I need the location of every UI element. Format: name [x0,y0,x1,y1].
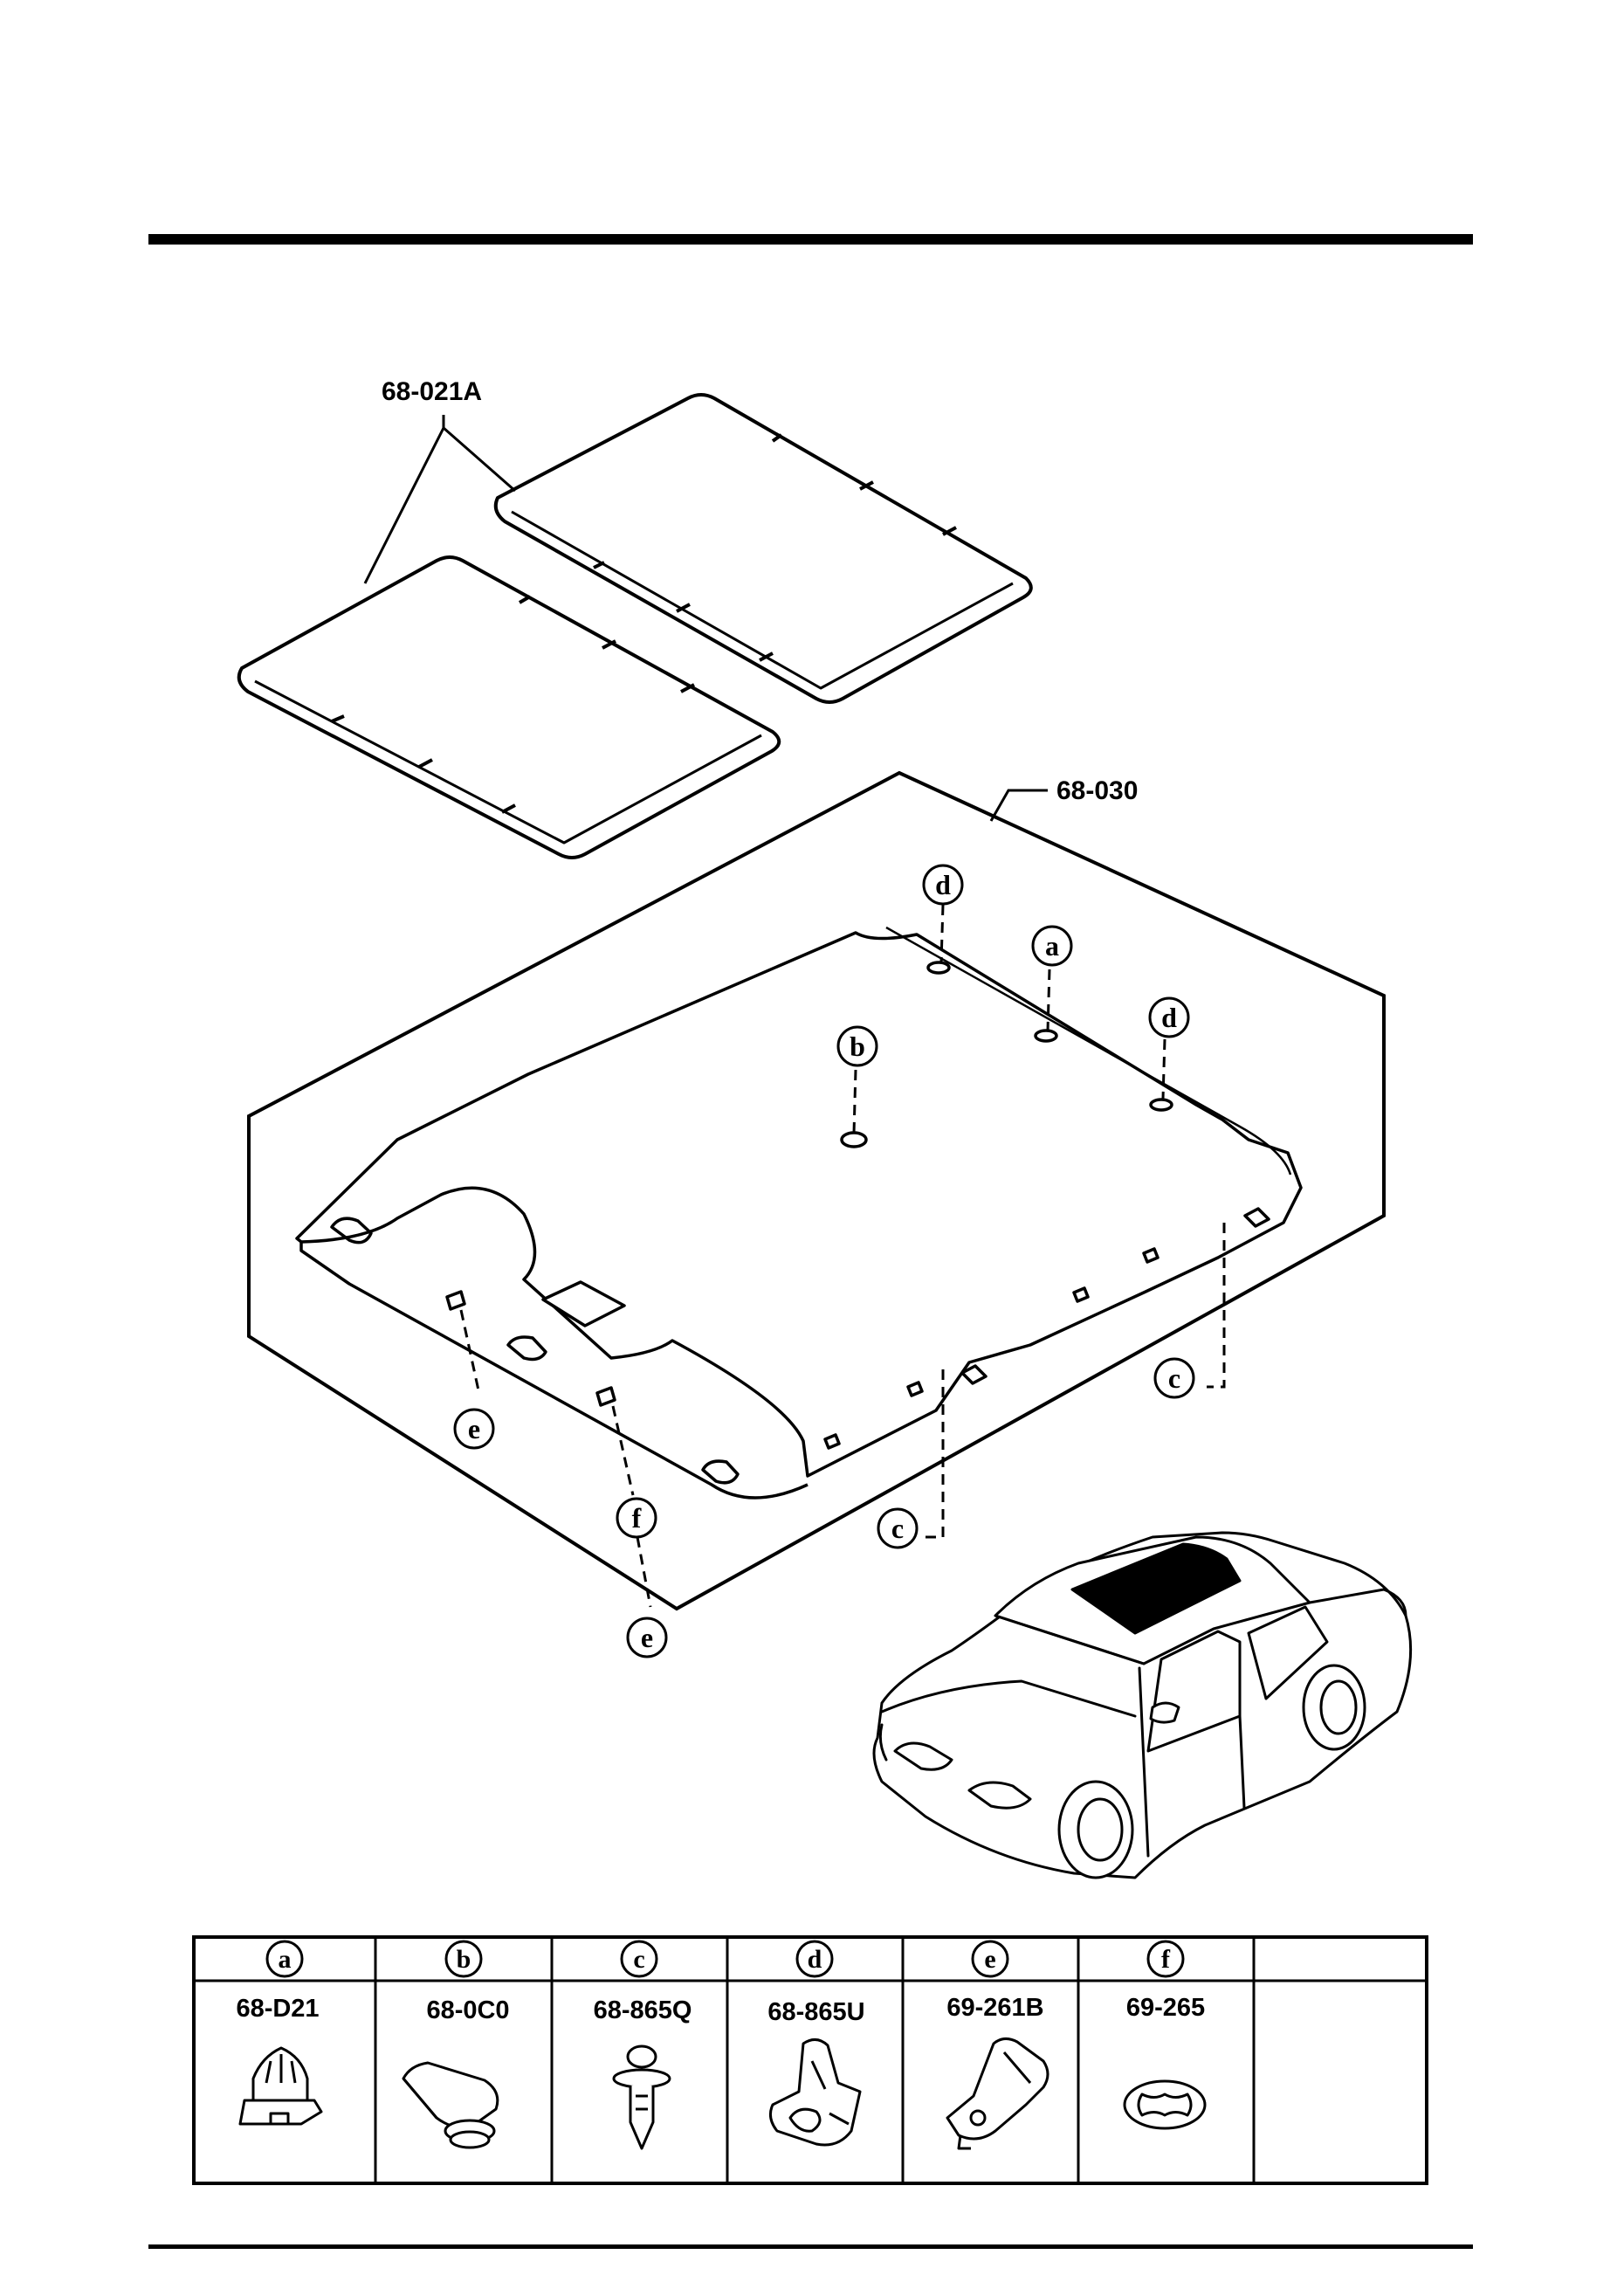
svg-text:b: b [457,1945,471,1974]
svg-text:a: a [279,1945,292,1974]
table-col-f: f [1146,1940,1185,1978]
insulator-leader [363,415,516,584]
part-number-c: 68-865Q [594,1996,692,2024]
table-col-c: c [620,1940,658,1978]
table-col-d: d [795,1940,834,1978]
label-insulator: 68-021A [382,377,482,406]
svg-text:c: c [1168,1362,1180,1394]
svg-text:f: f [1161,1945,1171,1974]
insulator-pads [237,393,1033,859]
callout-d-1: d [922,864,964,906]
fastener-f-grommet-icon [1123,2079,1207,2130]
callout-b: b [836,1025,878,1067]
table-part-numbers: 68-D21 68-0C0 68-865Q 68-865U 69-261B 69… [236,1994,1205,2026]
svg-text:e: e [984,1945,995,1974]
part-number-b: 68-0C0 [426,1996,509,2024]
table-header: a b c d e f [265,1940,1185,1978]
table-col-a: a [265,1940,304,1978]
fastener-c-rivet-icon [612,2044,671,2150]
headliner-box [247,770,1386,1611]
svg-text:d: d [935,869,951,900]
fastener-a-clip-icon [238,2046,323,2126]
headliner-panel [295,926,1303,1500]
fastener-b-clip-icon [402,2061,499,2149]
svg-text:c: c [633,1945,644,1974]
header-rule [148,234,1473,245]
callout-leaders [459,904,1226,1608]
headliner-leader [989,789,1048,822]
svg-text:e: e [468,1413,480,1444]
part-number-d: 68-865U [767,1998,864,2026]
part-number-f: 69-265 [1126,1994,1205,2022]
part-number-a: 68-D21 [236,1995,319,2023]
svg-text:f: f [632,1502,642,1534]
svg-text:d: d [808,1945,822,1974]
roof-highlight [1070,1542,1242,1635]
callout-a: a [1031,925,1073,967]
fastener-d-clip-icon [768,2038,862,2147]
table-col-b: b [444,1940,483,1978]
insulator-pad-front [237,555,781,859]
callouts: d a d b e f e c c [453,864,1195,1658]
fastener-sketches [238,2037,1207,2150]
svg-text:b: b [850,1031,865,1062]
callout-e-2: e [626,1617,668,1658]
callout-c-2: c [1153,1357,1195,1399]
footer-rule [148,2244,1473,2249]
svg-text:c: c [891,1513,904,1544]
car-illustration [872,1531,1413,1879]
svg-text:d: d [1161,1002,1177,1033]
label-headliner: 68-030 [1056,776,1138,805]
callout-f: f [616,1497,657,1539]
fastener-e-clip-icon [946,2037,1049,2150]
svg-text:e: e [641,1622,653,1653]
callout-e-1: e [453,1408,495,1450]
callout-c-1: c [877,1507,919,1549]
table-col-e: e [971,1940,1009,1978]
part-number-e: 69-261B [946,1994,1043,2022]
callout-d-2: d [1148,996,1190,1038]
svg-text:a: a [1045,930,1059,962]
insulator-pad-rear [493,393,1033,704]
